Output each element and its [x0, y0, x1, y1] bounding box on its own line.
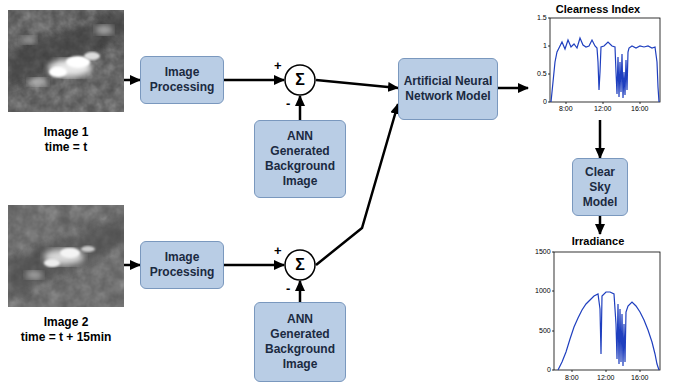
axis-tick: 0 [543, 98, 547, 106]
sign-label: + [274, 59, 282, 73]
axis-tick: 12:00 [597, 374, 615, 382]
model-box: Artificial Neural Network Model [398, 58, 498, 120]
process-box: ANN Generated Background Image [254, 120, 346, 198]
axis-tick: 8:00 [559, 105, 573, 113]
junction-outline [285, 250, 315, 280]
box-label: ANN Generated Background Image [263, 129, 337, 189]
axis-tick: 12:00 [594, 105, 612, 113]
flow-arrow [599, 120, 602, 158]
axis-tick: 8:00 [565, 374, 579, 382]
axis-tick: 0.5 [537, 70, 547, 78]
junction-outline [285, 65, 315, 95]
flow-arrow [316, 80, 398, 88]
axis-tick: 1.5 [537, 14, 547, 22]
flow-arrow [124, 264, 140, 267]
flow-arrow [599, 216, 602, 234]
flow-arrow [299, 281, 302, 302]
chart-panel: Clearness Index [528, 2, 668, 120]
axis-tick: 1500 [535, 248, 551, 256]
satellite-image [8, 10, 124, 112]
box-label: Image Processing [145, 250, 219, 280]
box-label: ANN Generated Background Image [263, 312, 337, 372]
axis-tick: 16:00 [631, 105, 649, 113]
summing-junction: Σ [284, 249, 316, 281]
box-label: Artificial Neural Network Model [403, 74, 493, 104]
sign-label: - [286, 282, 290, 296]
process-box: Image Processing [140, 56, 224, 104]
image-caption: Image 2 [44, 315, 89, 330]
flow-arrow [498, 87, 528, 90]
axis-tick: 16:00 [631, 374, 649, 382]
chart-title: Irradiance [572, 234, 625, 248]
image-caption: Image 1 [44, 125, 89, 140]
sign-label: - [286, 97, 290, 111]
flow-arrow [124, 79, 140, 82]
input-image: Image 2time = t + 15min [8, 205, 124, 345]
process-box: ANN Generated Background Image [254, 302, 346, 382]
chart-title: Clearness Index [556, 2, 640, 16]
sum-symbol: Σ [295, 71, 305, 89]
flow-arrow [224, 79, 284, 82]
box-label: Clear Sky Model [577, 165, 623, 210]
input-image: Image 1time = t [8, 10, 124, 155]
sign-label: + [274, 244, 282, 258]
axis-tick: 1 [543, 42, 547, 50]
flow-arrow [224, 264, 284, 267]
summing-junction: Σ [284, 64, 316, 96]
model-box: Clear Sky Model [572, 158, 628, 216]
flow-arrow [299, 96, 302, 120]
process-box: Image Processing [140, 241, 224, 289]
sum-symbol: Σ [295, 256, 305, 274]
axis-tick: 500 [539, 327, 551, 335]
image-caption: time = t [45, 140, 87, 155]
axis-tick: 0 [547, 366, 551, 374]
axis-tick: 1000 [535, 287, 551, 295]
box-label: Image Processing [145, 65, 219, 95]
satellite-image [8, 205, 124, 307]
image-caption: time = t + 15min [21, 330, 112, 345]
clearness-plot [528, 2, 668, 120]
